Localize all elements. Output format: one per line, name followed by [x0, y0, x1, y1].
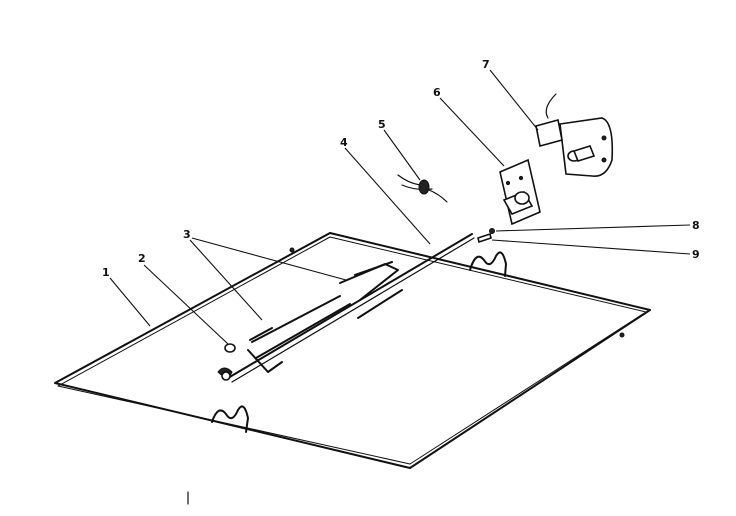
callout-6: 6: [433, 86, 441, 99]
callout-5: 5: [378, 118, 386, 131]
leader-lines: [109, 69, 691, 345]
spit-handle: [217, 343, 236, 381]
screw: [477, 232, 492, 244]
spit-forks: [247, 261, 403, 373]
mounting-bracket: [499, 158, 541, 226]
washer: [489, 228, 495, 234]
spring-clip: [397, 174, 448, 203]
rotisserie-motor: [535, 93, 614, 177]
callout-8: 8: [692, 219, 700, 232]
callout-3: 3: [183, 228, 191, 241]
wire-frame: [54, 232, 651, 469]
callout-4: 4: [340, 136, 348, 149]
callout-7: 7: [482, 58, 490, 71]
spit-rod: [227, 233, 475, 383]
callout-1: 1: [102, 266, 110, 279]
callout-9: 9: [692, 248, 700, 261]
callout-labels: 1 2 3 4 5 6 7 8 9: [102, 58, 700, 279]
callout-2: 2: [138, 252, 146, 265]
